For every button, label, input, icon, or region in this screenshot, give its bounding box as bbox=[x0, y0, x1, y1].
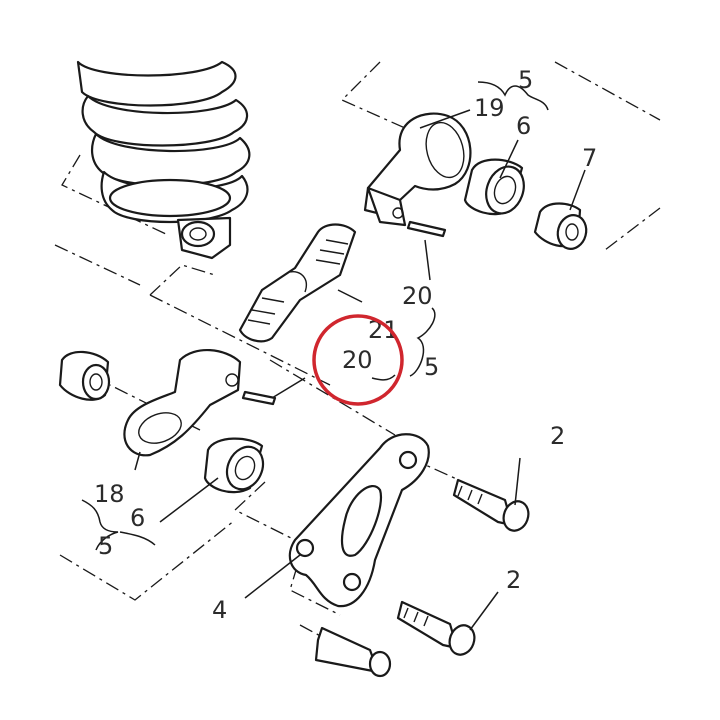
callout-5-top: 5 bbox=[518, 66, 533, 94]
callout-21: 21 bbox=[368, 316, 399, 344]
bolt-2-upper bbox=[452, 478, 530, 532]
spacer-7 bbox=[533, 202, 588, 250]
threaded-shaft-21 bbox=[238, 223, 357, 343]
bolt-2-lower bbox=[396, 600, 476, 656]
leader-lines bbox=[81, 81, 586, 631]
callout-6-lower: 6 bbox=[130, 504, 145, 532]
link-19 bbox=[363, 112, 472, 227]
callout-20-upper: 20 bbox=[402, 282, 433, 310]
callout-7: 7 bbox=[582, 144, 597, 172]
callout-18: 18 bbox=[94, 480, 125, 508]
callout-5-lower: 5 bbox=[98, 532, 113, 560]
callout-20-lower: 20 bbox=[342, 346, 373, 374]
callout-19: 19 bbox=[474, 94, 505, 122]
needle-bearing-upper bbox=[463, 158, 525, 216]
callout-6-upper: 6 bbox=[516, 112, 531, 140]
highlight-circle bbox=[312, 314, 404, 406]
callout-labels: 5 19 6 7 20 21 5 20 2 18 6 5 4 2 bbox=[94, 66, 597, 624]
link-18 bbox=[123, 348, 242, 457]
bracket-4 bbox=[288, 433, 430, 608]
callout-4: 4 bbox=[212, 596, 227, 624]
pin-20-upper bbox=[406, 220, 447, 238]
bolt-partial bbox=[314, 626, 392, 678]
pin-20-lower bbox=[241, 390, 277, 406]
callout-2-upper: 2 bbox=[550, 422, 565, 450]
shock-absorber bbox=[76, 60, 251, 260]
callout-2-lower: 2 bbox=[506, 566, 521, 594]
callout-5-middle: 5 bbox=[424, 353, 439, 381]
bearing-left-partial bbox=[58, 350, 111, 401]
